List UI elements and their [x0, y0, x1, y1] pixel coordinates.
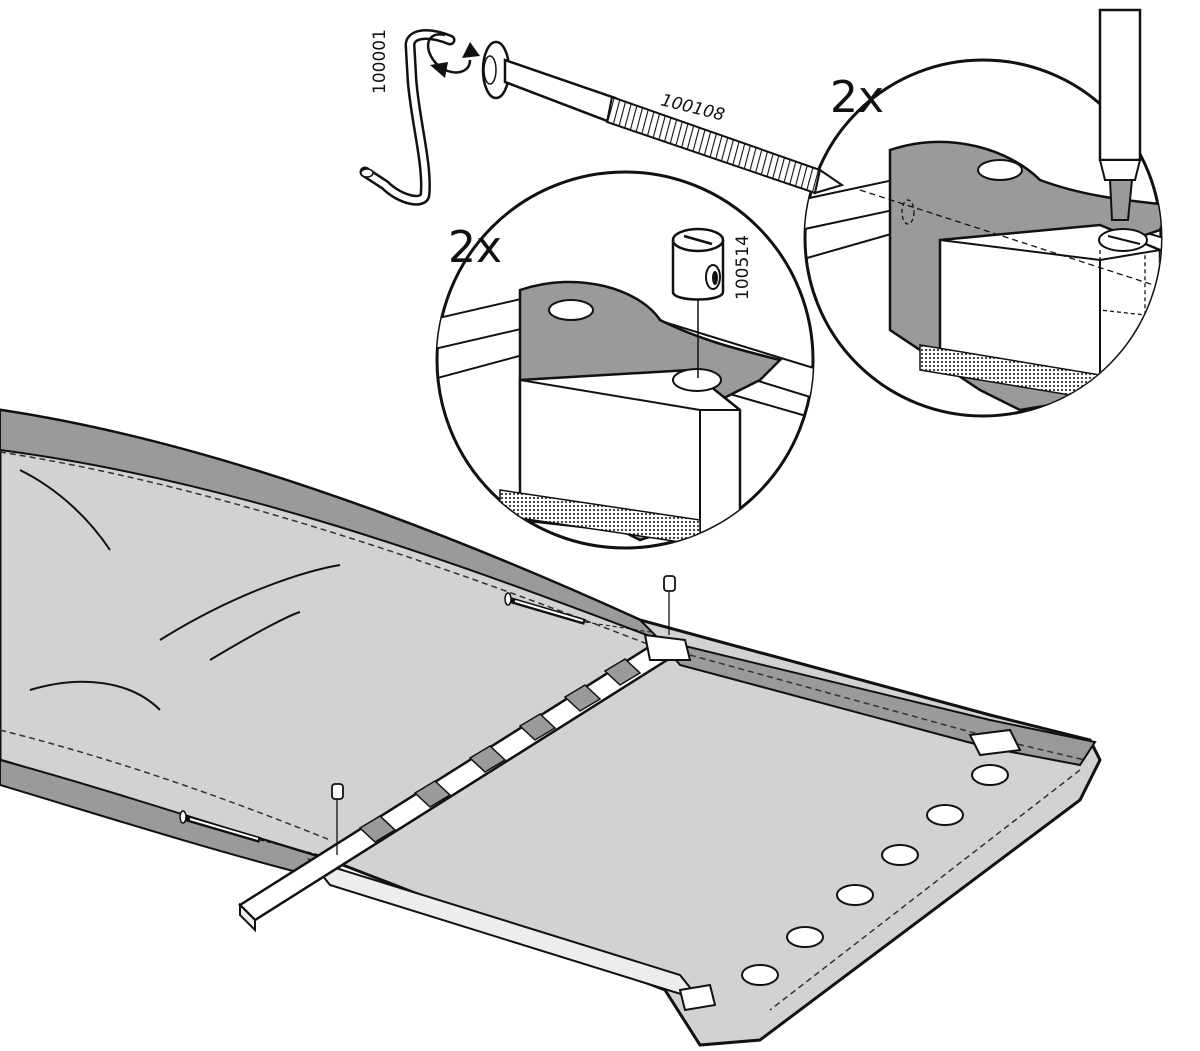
- barrel-nut-lower: [331, 783, 344, 855]
- bolt-upper: [504, 592, 651, 633]
- barrel-nut-upper: [663, 575, 676, 635]
- bolt-detail: [481, 40, 845, 195]
- barrel-nut-detail: [671, 227, 725, 301]
- cross-bar: [238, 633, 1022, 1012]
- part-number-allen-key: 100001: [370, 29, 390, 94]
- detail-circle-bolt: [803, 8, 1163, 418]
- quantity-right-detail: 2x: [830, 72, 884, 123]
- quantity-left-detail: 2x: [448, 222, 502, 273]
- bolt-lower: [179, 810, 321, 856]
- allen-key-icon: [359, 29, 480, 206]
- screwdriver-icon: [1098, 8, 1142, 221]
- part-number-barrel-nut: 100514: [733, 235, 753, 300]
- detail-circle-barrel-nut: [435, 170, 815, 550]
